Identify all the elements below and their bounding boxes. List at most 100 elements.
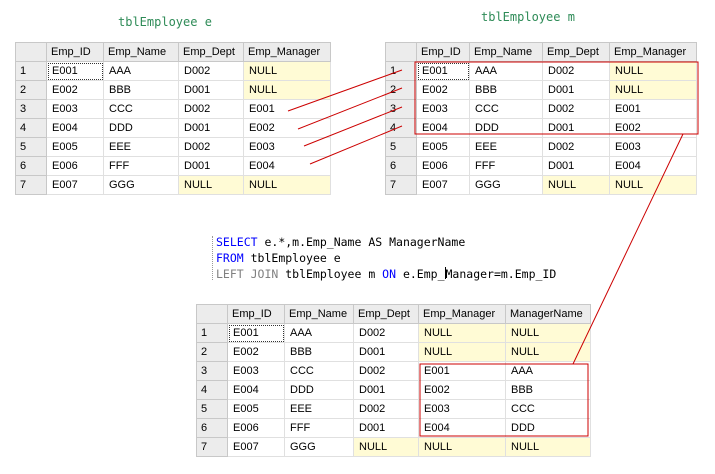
table-cell[interactable]: D002 xyxy=(178,61,244,81)
table-cell[interactable]: E004 xyxy=(416,118,470,138)
row-number[interactable]: 1 xyxy=(15,61,47,81)
table-cell[interactable]: NULL xyxy=(353,437,419,457)
row-number[interactable]: 3 xyxy=(15,99,47,119)
table-cell[interactable]: E001 xyxy=(243,99,331,119)
table-cell[interactable]: NULL xyxy=(243,80,331,100)
row-number[interactable]: 2 xyxy=(196,342,228,362)
table-cell[interactable]: E004 xyxy=(609,156,697,176)
table-cell[interactable]: CCC xyxy=(103,99,179,119)
column-header[interactable]: Emp_Manager xyxy=(609,42,697,62)
table-cell[interactable]: D002 xyxy=(353,399,419,419)
table-cell[interactable]: D002 xyxy=(178,99,244,119)
table-cell[interactable]: D002 xyxy=(542,99,610,119)
row-number[interactable]: 6 xyxy=(385,156,417,176)
table-cell[interactable]: E005 xyxy=(46,137,104,157)
table-cell[interactable]: BBB xyxy=(505,380,591,400)
table-cell[interactable]: E007 xyxy=(227,437,285,457)
row-number[interactable]: 5 xyxy=(196,399,228,419)
table-cell[interactable]: DDD xyxy=(505,418,591,438)
table-cell[interactable]: AAA xyxy=(284,323,354,343)
table-cell[interactable]: NULL xyxy=(178,175,244,195)
table-cell[interactable]: NULL xyxy=(505,342,591,362)
table-cell[interactable]: E002 xyxy=(418,380,506,400)
row-number[interactable]: 1 xyxy=(385,61,417,81)
table-cell[interactable]: E006 xyxy=(416,156,470,176)
sql-query-editor[interactable]: SELECT e.*,m.Emp_Name AS ManagerName FRO… xyxy=(216,234,556,282)
row-number[interactable]: 7 xyxy=(15,175,47,195)
table-cell[interactable]: NULL xyxy=(609,175,697,195)
table-cell[interactable]: D002 xyxy=(178,137,244,157)
column-header[interactable]: Emp_ID xyxy=(416,42,470,62)
table-cell[interactable]: FFF xyxy=(469,156,543,176)
table-cell[interactable]: E003 xyxy=(416,99,470,119)
table-cell[interactable]: E002 xyxy=(243,118,331,138)
table-cell[interactable]: DDD xyxy=(469,118,543,138)
table-cell[interactable]: NULL xyxy=(609,61,697,81)
table-cell[interactable]: E004 xyxy=(418,418,506,438)
table-cell[interactable]: E002 xyxy=(609,118,697,138)
table-cell[interactable]: NULL xyxy=(418,437,506,457)
table-cell[interactable]: BBB xyxy=(284,342,354,362)
table-cell[interactable]: E003 xyxy=(243,137,331,157)
table-cell[interactable]: NULL xyxy=(418,342,506,362)
table-cell[interactable]: D001 xyxy=(178,118,244,138)
table-cell[interactable]: D002 xyxy=(542,61,610,81)
column-header[interactable]: Emp_Manager xyxy=(243,42,331,62)
table-cell[interactable]: E007 xyxy=(416,175,470,195)
table-cell[interactable]: BBB xyxy=(469,80,543,100)
table-cell[interactable]: D001 xyxy=(542,156,610,176)
table-cell[interactable]: NULL xyxy=(542,175,610,195)
table-cell[interactable]: D001 xyxy=(542,80,610,100)
table-cell[interactable]: NULL xyxy=(505,437,591,457)
column-header[interactable]: Emp_Name xyxy=(103,42,179,62)
column-header[interactable]: Emp_Manager xyxy=(418,304,506,324)
table-cell[interactable]: E002 xyxy=(46,80,104,100)
row-number[interactable]: 7 xyxy=(196,437,228,457)
table-cell[interactable]: E007 xyxy=(46,175,104,195)
row-number[interactable]: 1 xyxy=(196,323,228,343)
corner-cell[interactable] xyxy=(196,304,228,324)
table-cell[interactable]: AAA xyxy=(505,361,591,381)
table-cell[interactable]: GGG xyxy=(103,175,179,195)
table-cell[interactable]: BBB xyxy=(103,80,179,100)
table-cell[interactable]: GGG xyxy=(469,175,543,195)
table-cell[interactable]: NULL xyxy=(243,175,331,195)
sql-text: tblEmployee m xyxy=(278,267,383,281)
column-header[interactable]: Emp_Name xyxy=(469,42,543,62)
table-cell[interactable]: NULL xyxy=(505,323,591,343)
table-cell[interactable]: E001 xyxy=(609,99,697,119)
table-cell[interactable]: E003 xyxy=(46,99,104,119)
table-cell[interactable]: E004 xyxy=(243,156,331,176)
table-cell[interactable]: D001 xyxy=(353,380,419,400)
table-cell[interactable]: NULL xyxy=(418,323,506,343)
table-cell[interactable]: E003 xyxy=(227,361,285,381)
table-cell[interactable]: EEE xyxy=(469,137,543,157)
column-header[interactable]: ManagerName xyxy=(505,304,591,324)
row-number[interactable]: 4 xyxy=(385,118,417,138)
row-number[interactable]: 2 xyxy=(385,80,417,100)
row-number[interactable]: 2 xyxy=(15,80,47,100)
row-number[interactable]: 5 xyxy=(15,137,47,157)
column-header[interactable]: Emp_Dept xyxy=(542,42,610,62)
column-header[interactable]: Emp_ID xyxy=(227,304,285,324)
table-cell[interactable]: DDD xyxy=(284,380,354,400)
column-header[interactable]: Emp_ID xyxy=(46,42,104,62)
